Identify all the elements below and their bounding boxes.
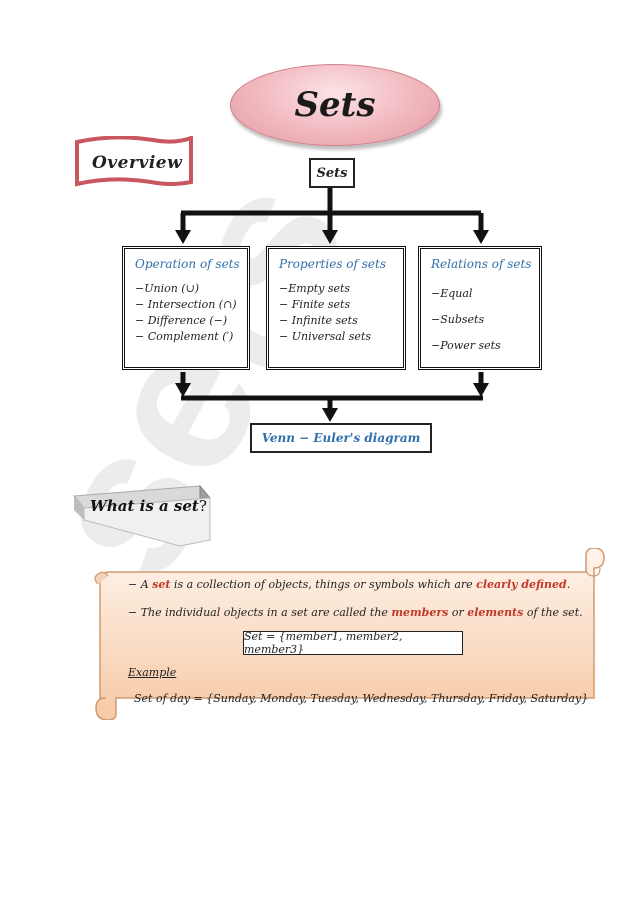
- page-title: Sets: [230, 64, 440, 146]
- category-operations-item: − Difference (−): [135, 314, 228, 327]
- category-relations-box: Relations of sets −Equal −Subsets −Power…: [418, 246, 542, 370]
- category-relations-item: −Equal: [431, 287, 473, 300]
- definition-line-2-end: of the set.: [523, 606, 583, 619]
- question-heading: What is a set?: [90, 497, 207, 515]
- category-operations-item: − Complement (′): [135, 330, 234, 343]
- category-operations-item: − Intersection (∩): [135, 298, 237, 311]
- definition-line-2-prefix: − The individual objects in a set are ca…: [128, 606, 392, 619]
- overview-tab-label: Overview: [92, 153, 183, 173]
- arrow-from-operations: [175, 383, 191, 397]
- category-properties-item: − Infinite sets: [279, 314, 358, 327]
- example-label: Example: [128, 666, 177, 679]
- definition-line-1-prefix: − A: [128, 578, 153, 591]
- definition-line-1-end: .: [566, 578, 571, 591]
- category-relations-item: −Power sets: [431, 339, 501, 352]
- category-properties-item: −Empty sets: [279, 282, 351, 295]
- category-properties-title: Properties of sets: [279, 257, 387, 271]
- question-mark: ?: [198, 497, 207, 515]
- definition-highlight-clearly-defined: clearly defined: [476, 578, 567, 591]
- definition-highlight-members: members: [391, 606, 449, 619]
- category-relations-title: Relations of sets: [431, 257, 532, 271]
- arrow-from-relations: [473, 383, 489, 397]
- definition-highlight-elements: elements: [467, 606, 524, 619]
- arrow-to-relations: [473, 230, 489, 244]
- arrow-to-operations: [175, 230, 191, 244]
- category-operations-title: Operation of sets: [135, 257, 240, 271]
- example-formula: Set of day = {Sunday, Monday, Tuesday, W…: [134, 692, 589, 705]
- definition-line-2: − The individual objects in a set are ca…: [128, 606, 583, 619]
- arrow-to-properties: [322, 230, 338, 244]
- category-properties-item: − Finite sets: [279, 298, 351, 311]
- page-title-text: Sets: [294, 85, 376, 125]
- category-relations-item: −Subsets: [431, 313, 485, 326]
- diagram-root-box: Sets: [309, 158, 355, 188]
- venn-euler-box: Venn − Euler's diagram: [250, 423, 432, 453]
- category-properties-box: Properties of sets −Empty sets − Finite …: [266, 246, 406, 370]
- overview-tab-shape: [75, 136, 193, 187]
- arrow-to-venn: [322, 408, 338, 422]
- question-text: What is a set: [90, 497, 199, 515]
- category-properties-item: − Universal sets: [279, 330, 372, 343]
- definition-line-1: − A set is a collection of objects, thin…: [128, 578, 570, 591]
- definition-highlight-set: set: [152, 578, 171, 591]
- set-formula-box: Set = {member1, member2, member3}: [243, 630, 463, 656]
- definition-line-2-or: or: [448, 606, 468, 619]
- definition-line-1-middle: is a collection of objects, things or sy…: [170, 578, 477, 591]
- category-operations-item: −Union (∪): [135, 282, 200, 295]
- category-operations-box: Operation of sets −Union (∪) − Intersect…: [122, 246, 250, 370]
- question-block-shape: [72, 484, 212, 547]
